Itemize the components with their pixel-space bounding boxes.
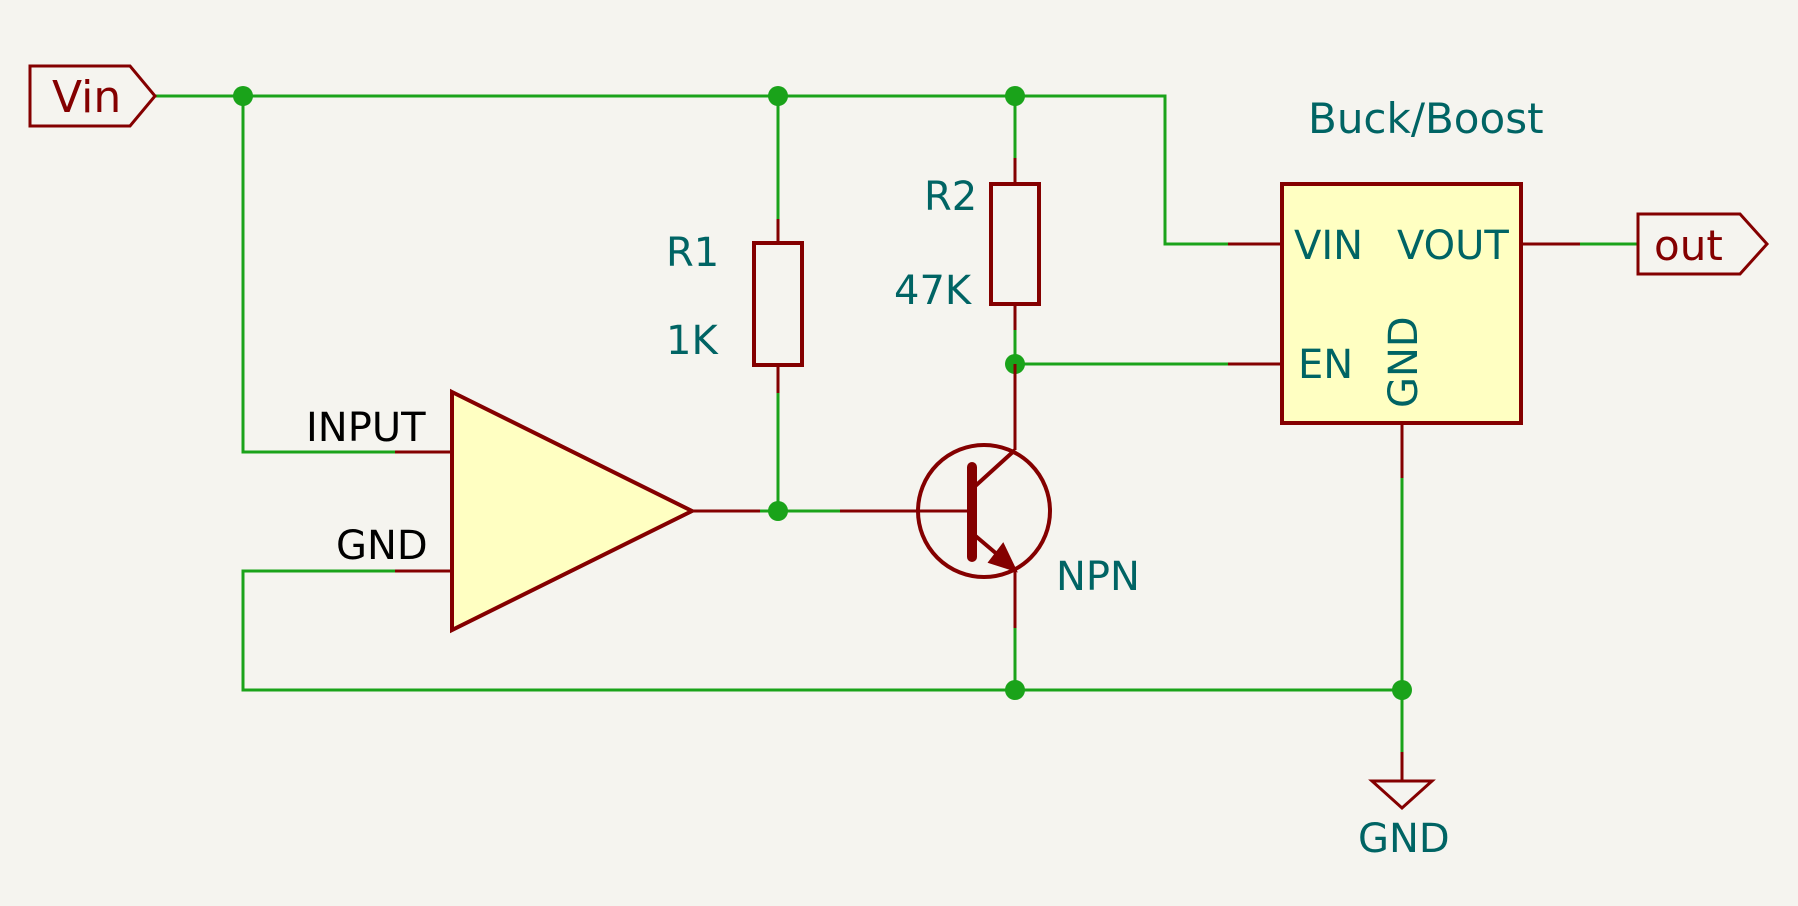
npn-transistor[interactable]: NPN — [840, 364, 1140, 628]
out-port-text: out — [1654, 221, 1723, 270]
out-port-label[interactable]: out — [1636, 212, 1770, 276]
vin-port-label[interactable]: Vin — [28, 64, 157, 128]
junction-dot — [768, 501, 788, 521]
amp-triangle — [450, 388, 697, 634]
npn-label: NPN — [1056, 554, 1140, 600]
junction-dot — [1005, 86, 1025, 106]
resistor-r2[interactable]: R2 47K — [894, 158, 1041, 330]
wires — [153, 94, 1640, 754]
regulator-vout-label: VOUT — [1397, 223, 1509, 269]
npn-emitter-arrow — [987, 542, 1018, 573]
regulator-title: Buck/Boost — [1308, 94, 1544, 143]
r1-reference: R1 — [666, 230, 719, 276]
junction-dot — [768, 86, 788, 106]
vin-port-text: Vin — [52, 72, 121, 123]
buck-boost-regulator[interactable]: Buck/Boost VIN VOUT EN GND — [1228, 94, 1580, 478]
ground-symbol[interactable]: GND — [1358, 752, 1450, 862]
npn-envelope — [916, 443, 1052, 579]
r1-body — [752, 241, 804, 367]
out-port-shape — [1636, 212, 1770, 276]
amp-input-label: INPUT — [306, 405, 426, 451]
regulator-body — [1280, 182, 1523, 425]
r2-value: 47K — [894, 268, 973, 314]
junction-dot — [1392, 680, 1412, 700]
ground-label: GND — [1358, 816, 1450, 862]
vin-port-shape — [28, 64, 157, 128]
junctions — [233, 86, 1412, 700]
junction-dot — [1005, 680, 1025, 700]
ground-triangle-icon — [1368, 779, 1436, 811]
regulator-vin-label: VIN — [1294, 223, 1363, 269]
amplifier-block[interactable]: INPUT GND — [306, 388, 760, 634]
r2-reference: R2 — [924, 174, 977, 220]
r2-body — [989, 182, 1041, 306]
npn-collector-line — [970, 448, 1017, 491]
regulator-en-label: EN — [1298, 342, 1353, 388]
r1-value: 1K — [666, 318, 719, 364]
regulator-gnd-label: GND — [1381, 316, 1427, 408]
wire-vin-to-amp-input — [241, 94, 397, 454]
junction-dot — [233, 86, 253, 106]
resistor-r1[interactable]: R1 1K — [666, 219, 804, 393]
amp-gnd-label: GND — [336, 523, 428, 569]
wire-amp-gnd-loop — [241, 569, 1404, 692]
wire-vin-rail — [153, 94, 1230, 246]
